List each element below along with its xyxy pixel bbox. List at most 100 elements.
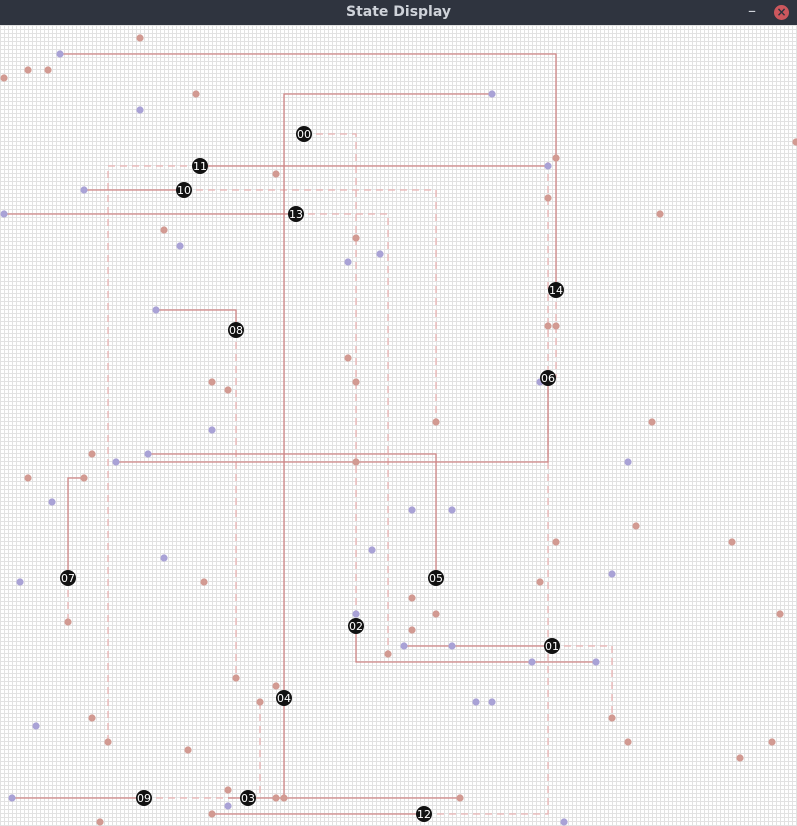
red-marker-dot: [232, 674, 240, 682]
blue-marker-dot: [560, 818, 568, 826]
blue-marker-dot: [32, 722, 40, 730]
red-marker-dot: [544, 322, 552, 330]
state-node-label: 07: [61, 572, 75, 585]
red-marker-dot: [272, 794, 280, 802]
red-marker-dot: [104, 738, 112, 746]
solid-wire: [355, 626, 596, 663]
red-marker-dot: [384, 650, 392, 658]
red-marker-dot: [224, 386, 232, 394]
red-marker-dot: [552, 154, 560, 162]
red-marker-dot: [456, 794, 464, 802]
blue-marker-dot: [352, 610, 360, 618]
state-node-09[interactable]: 09: [136, 790, 152, 806]
state-node-label: 08: [229, 324, 243, 337]
blue-marker-dot: [528, 658, 536, 666]
red-marker-dot: [656, 210, 664, 218]
red-marker-dot: [160, 226, 168, 234]
state-node-07[interactable]: 07: [60, 570, 76, 586]
state-node-08[interactable]: 08: [228, 322, 244, 338]
blue-marker-dot: [376, 250, 384, 258]
red-marker-dot: [344, 354, 352, 362]
blue-marker-dot: [136, 106, 144, 114]
red-marker-dot: [792, 138, 797, 146]
red-marker-dot: [136, 34, 144, 42]
state-node-13[interactable]: 13: [288, 206, 304, 222]
red-marker-dot: [768, 738, 776, 746]
blue-marker-dot: [472, 698, 480, 706]
state-node-11[interactable]: 11: [192, 158, 208, 174]
red-marker-dot: [96, 818, 104, 826]
dashed-wire: [552, 645, 613, 718]
state-node-06[interactable]: 06: [540, 370, 556, 386]
blue-marker-dot: [488, 90, 496, 98]
blue-marker-dot: [448, 642, 456, 650]
dashed-wire: [184, 189, 437, 422]
dashed-wire: [107, 165, 200, 742]
red-marker-dot: [0, 74, 8, 82]
red-marker-dot: [44, 66, 52, 74]
red-marker-dot: [352, 378, 360, 386]
red-marker-dot: [24, 66, 32, 74]
state-node-10[interactable]: 10: [176, 182, 192, 198]
blue-marker-dot: [224, 802, 232, 810]
dashed-wire: [296, 213, 389, 654]
state-node-00[interactable]: 00: [296, 126, 312, 142]
state-node-label: 12: [417, 808, 431, 821]
minimize-button[interactable]: –: [748, 1, 756, 20]
red-marker-dot: [408, 594, 416, 602]
blue-marker-dot: [408, 506, 416, 514]
blue-marker-dot: [608, 570, 616, 578]
red-marker-dot: [88, 450, 96, 458]
state-node-02[interactable]: 02: [348, 618, 364, 634]
solid-wire: [116, 378, 549, 463]
state-node-04[interactable]: 04: [276, 690, 292, 706]
state-node-label: 01: [545, 640, 559, 653]
blue-marker-dot: [48, 498, 56, 506]
red-marker-dot: [736, 754, 744, 762]
red-marker-dot: [80, 474, 88, 482]
state-node-label: 04: [277, 692, 291, 705]
state-node-label: 13: [289, 208, 303, 221]
dashed-wire: [424, 162, 549, 815]
state-node-label: 14: [549, 284, 563, 297]
state-node-label: 11: [193, 160, 207, 173]
close-icon: ×: [776, 5, 787, 19]
blue-marker-dot: [368, 546, 376, 554]
red-marker-dot: [208, 810, 216, 818]
red-marker-dot: [352, 234, 360, 242]
red-marker-dot: [552, 322, 560, 330]
red-marker-dot: [272, 682, 280, 690]
blue-marker-dot: [144, 450, 152, 458]
red-marker-dot: [64, 618, 72, 626]
state-node-05[interactable]: 05: [428, 570, 444, 586]
red-marker-dot: [184, 746, 192, 754]
solid-wire: [156, 309, 237, 330]
blue-marker-dot: [208, 426, 216, 434]
red-marker-dot: [776, 610, 784, 618]
blue-marker-dot: [448, 506, 456, 514]
state-node-01[interactable]: 01: [544, 638, 560, 654]
blue-marker-dot: [80, 186, 88, 194]
red-marker-dot: [728, 538, 736, 546]
blue-marker-dot: [0, 210, 8, 218]
red-marker-dot: [608, 714, 616, 722]
solid-wire: [148, 453, 437, 578]
red-marker-dot: [632, 522, 640, 530]
title-bar[interactable]: State Display – ×: [0, 0, 797, 25]
blue-marker-dot: [152, 306, 160, 314]
blue-marker-dot: [112, 458, 120, 466]
red-marker-dot: [88, 714, 96, 722]
red-marker-dot: [200, 578, 208, 586]
blue-marker-dot: [160, 554, 168, 562]
close-button[interactable]: ×: [774, 5, 789, 20]
blue-marker-dot: [16, 578, 24, 586]
state-node-label: 03: [241, 792, 255, 805]
blue-marker-dot: [544, 162, 552, 170]
state-node-03[interactable]: 03: [240, 790, 256, 806]
state-node-14[interactable]: 14: [548, 282, 564, 298]
state-node-12[interactable]: 12: [416, 806, 432, 822]
red-marker-dot: [24, 474, 32, 482]
window-title: State Display: [346, 4, 451, 20]
blue-marker-dot: [56, 50, 64, 58]
